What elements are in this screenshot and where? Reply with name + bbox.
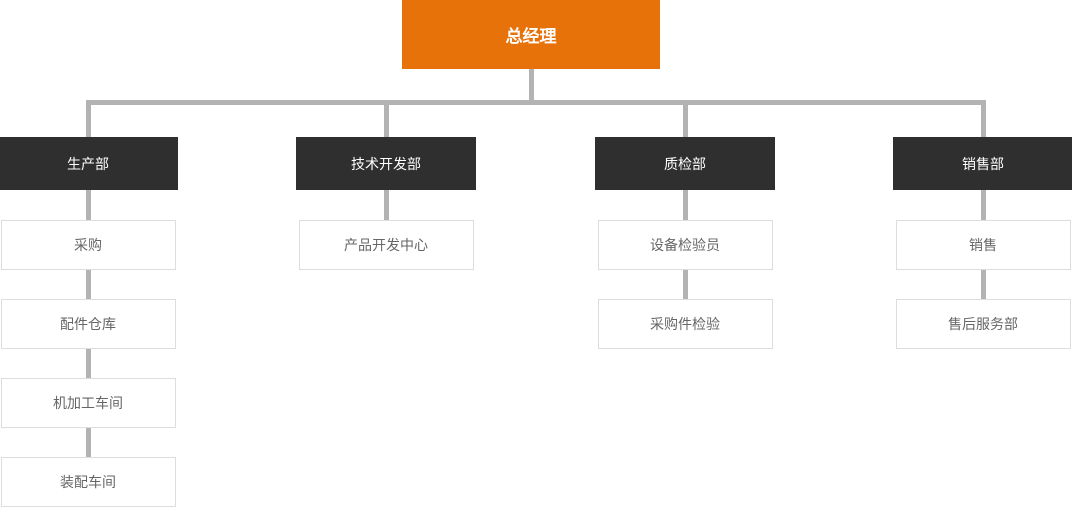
org-node-product-dev-center[interactable]: 产品开发中心 (298, 220, 474, 270)
connector-dept-drop-tech-development (383, 100, 389, 137)
org-node-parts-warehouse[interactable]: 配件仓库 (0, 299, 176, 349)
org-column-production: 生产部 采购 配件仓库 机加工车间 装配车间 (0, 137, 178, 507)
connector-child (383, 190, 389, 220)
org-node-machining-workshop[interactable]: 机加工车间 (0, 378, 176, 428)
org-node-procurement[interactable]: 采购 (0, 220, 176, 270)
connector-child (682, 190, 688, 220)
connector-child (85, 270, 91, 299)
org-column-tech-development: 技术开发部 产品开发中心 (296, 137, 476, 270)
org-node-equipment-inspector[interactable]: 设备检验员 (597, 220, 773, 270)
connector-dept-drop-sales (980, 100, 986, 137)
org-column-sales: 销售部 销售 售后服务部 (893, 137, 1072, 349)
connector-child (980, 190, 986, 220)
org-node-quality-inspection-dept[interactable]: 质检部 (595, 137, 775, 190)
connector-child (85, 190, 91, 220)
org-node-assembly-workshop[interactable]: 装配车间 (0, 457, 176, 507)
connector-root-drop (528, 69, 534, 100)
org-node-tech-development-dept[interactable]: 技术开发部 (296, 137, 476, 190)
org-node-after-sales-service[interactable]: 售后服务部 (895, 299, 1071, 349)
org-node-general-manager[interactable]: 总经理 (402, 0, 660, 69)
connector-child (980, 270, 986, 299)
connector-trunk-horizontal (85, 100, 986, 105)
connector-child (85, 428, 91, 457)
org-node-purchased-parts-inspection[interactable]: 采购件检验 (597, 299, 773, 349)
connector-dept-drop-quality-inspection (682, 100, 688, 137)
connector-child (85, 349, 91, 378)
connector-child (682, 270, 688, 299)
org-column-quality-inspection: 质检部 设备检验员 采购件检验 (595, 137, 775, 349)
org-node-sales-dept[interactable]: 销售部 (893, 137, 1072, 190)
connector-dept-drop-production (85, 100, 91, 137)
org-node-production-dept[interactable]: 生产部 (0, 137, 178, 190)
org-node-sales[interactable]: 销售 (895, 220, 1071, 270)
